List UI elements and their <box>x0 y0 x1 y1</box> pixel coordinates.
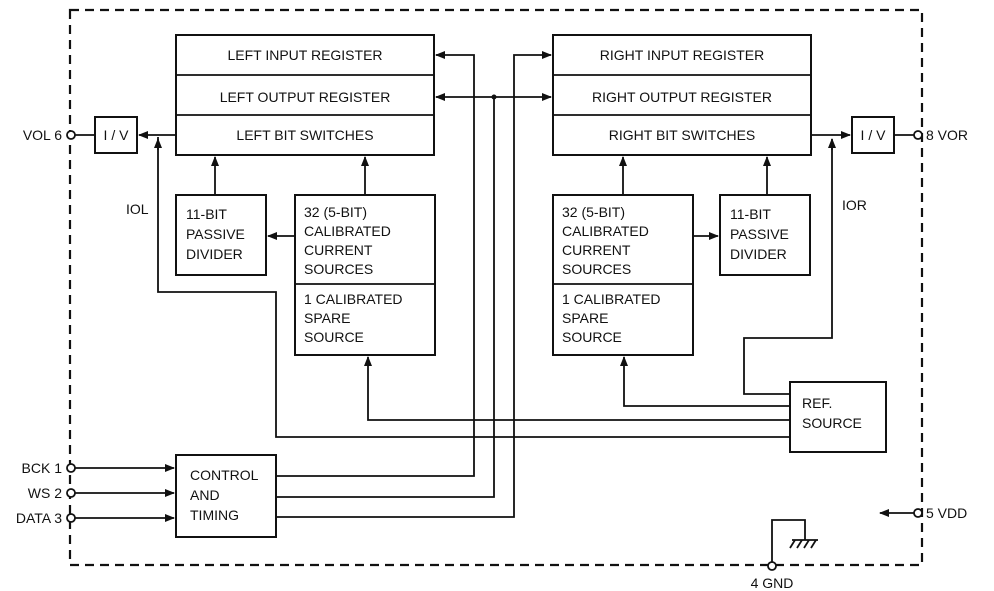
ref-source-label: REF. SOURCE <box>802 395 862 431</box>
ref-source <box>789 381 887 453</box>
pin-vdd-label: 5 VDD <box>926 505 967 521</box>
left-spare-source-label: 1 CALIBRATED SPARE SOURCE <box>304 291 406 345</box>
pin-ws-label: WS 2 <box>28 485 62 501</box>
pin-bck-label: BCK 1 <box>22 460 63 476</box>
right-output-register: RIGHT OUTPUT REGISTER <box>592 89 772 105</box>
pin-vor <box>913 130 923 140</box>
pin-gnd-label: 4 GND <box>751 575 794 591</box>
right-input-register: RIGHT INPUT REGISTER <box>600 47 764 63</box>
right-passive-divider <box>719 194 811 276</box>
left-divider-label: 11-BIT PASSIVE DIVIDER <box>186 206 249 262</box>
pin-gnd <box>767 561 777 571</box>
pin-vol-label: VOL 6 <box>23 127 62 143</box>
left-bit-switches: LEFT BIT SWITCHES <box>236 127 373 143</box>
ior-label: IOR <box>842 197 867 213</box>
connections <box>75 51 914 566</box>
pin-bck <box>66 463 76 473</box>
iv-converter-left <box>94 116 138 154</box>
right-current-sources-label: 32 (5-BIT) CALIBRATED CURRENT SOURCES <box>562 204 653 277</box>
right-register-stack: RIGHT INPUT REGISTER RIGHT OUTPUT REGIST… <box>552 34 812 156</box>
left-current-sources-label: 32 (5-BIT) CALIBRATED CURRENT SOURCES <box>304 204 395 277</box>
pin-vdd <box>913 508 923 518</box>
pin-ws <box>66 488 76 498</box>
left-input-register: LEFT INPUT REGISTER <box>227 47 382 63</box>
iv-right-label: I / V <box>861 127 887 143</box>
right-spare-source-label: 1 CALIBRATED SPARE SOURCE <box>562 291 664 345</box>
left-current-sources <box>294 194 436 356</box>
pin-vor-label: 8 VOR <box>926 127 968 143</box>
pin-data <box>66 513 76 523</box>
right-divider-label: 11-BIT PASSIVE DIVIDER <box>730 206 793 262</box>
pin-vol <box>66 130 76 140</box>
left-passive-divider <box>175 194 267 276</box>
iv-left-label: I / V <box>104 127 130 143</box>
pin-data-label: DATA 3 <box>16 510 62 526</box>
iol-label: IOL <box>126 201 149 217</box>
left-output-register: LEFT OUTPUT REGISTER <box>220 89 391 105</box>
right-current-sources <box>552 194 694 356</box>
control-and-timing <box>175 454 277 538</box>
control-timing-label: CONTROL AND TIMING <box>190 467 262 523</box>
left-register-stack: LEFT INPUT REGISTER LEFT OUTPUT REGISTER… <box>175 34 435 156</box>
right-bit-switches: RIGHT BIT SWITCHES <box>609 127 756 143</box>
chip-boundary <box>68 8 924 567</box>
